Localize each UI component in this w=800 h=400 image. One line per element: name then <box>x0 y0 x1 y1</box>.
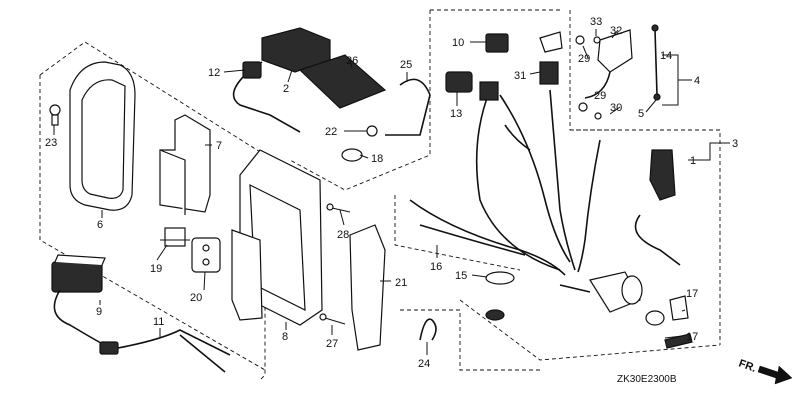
part-clip-17 <box>664 295 693 349</box>
callout-27: 27 <box>326 338 338 350</box>
callout-33: 33 <box>590 16 602 28</box>
part-socket-20 <box>191 237 221 273</box>
part-cable-14 <box>651 24 661 101</box>
part-clip-24 <box>419 318 437 341</box>
callout-7: 7 <box>216 140 222 152</box>
part-terminal-32 <box>584 29 633 99</box>
callout-6: 6 <box>97 219 103 231</box>
part-ring <box>645 310 665 326</box>
part-bolt-23 <box>49 104 61 126</box>
callout-9: 9 <box>96 306 102 318</box>
part-clip-18 <box>341 148 363 162</box>
part-bracket-7 <box>159 114 211 215</box>
callout-10: 10 <box>452 37 464 49</box>
callout-11: 11 <box>153 316 164 328</box>
callout-32: 32 <box>610 25 622 37</box>
part-connector-12 <box>242 61 262 79</box>
part-bolt-28 <box>326 203 351 213</box>
callout-22: 22 <box>325 126 337 138</box>
callout-29b: 29 <box>594 90 606 102</box>
part-bolt-27 <box>319 313 346 325</box>
part-starter-solenoid <box>559 271 643 313</box>
part-panel-8 <box>231 149 323 326</box>
part-bolt-22 <box>366 125 378 137</box>
callout-16: 16 <box>430 261 442 273</box>
part-washer-29-30 <box>578 102 602 120</box>
callout-1: 1 <box>690 155 696 167</box>
part-plate-21 <box>349 224 386 351</box>
callout-8: 8 <box>282 331 288 343</box>
part-case-26 <box>298 54 387 109</box>
part-regulator-9 <box>51 254 106 293</box>
callout-24: 24 <box>418 358 430 370</box>
callout-19: 19 <box>150 263 162 275</box>
callout-18: 18 <box>371 153 383 165</box>
diagram-code: ZK30E2300B <box>617 374 677 385</box>
callout-4: 4 <box>694 75 700 87</box>
callout-15: 15 <box>455 270 467 282</box>
callout-12: 12 <box>208 67 220 79</box>
callout-labels: 1 2 3 4 5 6 7 8 9 10 11 12 13 14 15 16 1… <box>45 16 738 370</box>
callout-30: 30 <box>610 102 622 114</box>
callout-13: 13 <box>450 108 462 120</box>
part-relay-10 <box>485 33 509 53</box>
callout-25: 25 <box>400 59 412 71</box>
part-clamp-15 <box>485 271 515 285</box>
callout-14: 14 <box>660 50 672 62</box>
callout-23: 23 <box>45 137 57 149</box>
callout-20: 20 <box>190 292 202 304</box>
front-marker-label: FR. <box>737 358 758 375</box>
leader-lines <box>53 29 730 355</box>
front-marker: FR. <box>737 358 793 385</box>
part-harness-16 <box>409 81 601 276</box>
part-cap-13 <box>445 71 473 93</box>
callout-31: 31 <box>514 70 526 82</box>
callout-17a: 17 <box>686 288 698 300</box>
callout-2: 2 <box>283 83 289 95</box>
callout-3: 3 <box>732 138 738 150</box>
front-arrow-icon <box>757 365 793 385</box>
part-switch-1 <box>634 149 681 266</box>
part-grommet <box>485 309 505 321</box>
part-holder-31 <box>539 31 563 85</box>
part-diode-19 <box>160 227 190 247</box>
part-nut-33 <box>575 35 601 45</box>
callout-21: 21 <box>395 277 407 289</box>
part-cable-band-25 <box>385 78 431 136</box>
callout-29a: 29 <box>578 53 590 65</box>
callout-5: 5 <box>638 108 644 120</box>
part-cover-6 <box>69 61 136 211</box>
callout-28: 28 <box>337 229 349 241</box>
part-wire-11 <box>53 289 231 373</box>
callout-26: 26 <box>346 55 358 67</box>
callout-17b: 17 <box>686 331 698 343</box>
